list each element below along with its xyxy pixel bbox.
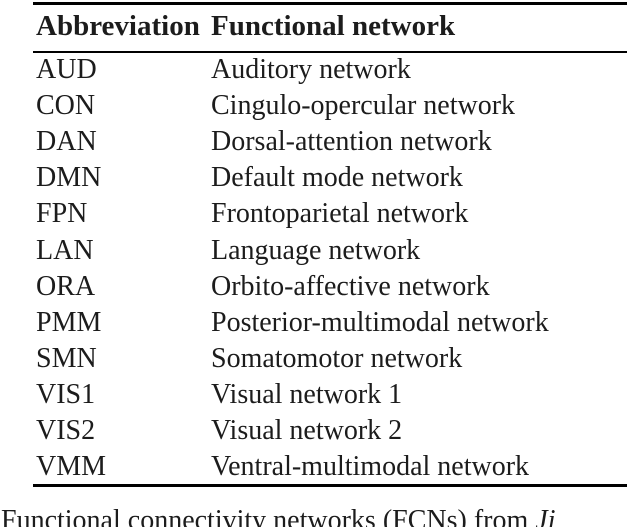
column-header-functional-network: Functional network xyxy=(208,3,627,53)
table-row: SMN Somatomotor network xyxy=(33,341,627,377)
network-name-cell: Ventral-multimodal network xyxy=(211,450,530,482)
table-row: DAN Dorsal-attention network xyxy=(33,124,627,160)
abbreviation-cell: CON xyxy=(36,89,96,121)
network-name-cell: Dorsal-attention network xyxy=(211,125,492,157)
abbreviation-cell: AUD xyxy=(36,54,97,86)
table-row: PMM Posterior-multimodal network xyxy=(33,305,627,341)
table-row: VIS1 Visual network 1 xyxy=(33,377,627,413)
abbreviation-cell: DMN xyxy=(36,162,102,194)
functional-network-table: Abbreviation Functional network AUD Audit… xyxy=(33,2,627,488)
table-row: CON Cingulo-opercular network xyxy=(33,88,627,124)
network-name-cell: Somatomotor network xyxy=(211,343,463,375)
network-name-cell: Orbito-affective network xyxy=(211,270,490,302)
caption-citation-author: Ji xyxy=(535,505,556,527)
table-row: FPN Frontoparietal network xyxy=(33,196,627,232)
network-name-cell: Cingulo-opercular network xyxy=(211,89,516,121)
network-name-cell: Posterior-multimodal network xyxy=(211,306,549,338)
abbreviation-cell: VIS1 xyxy=(36,379,96,411)
abbreviation-cell: VMM xyxy=(36,450,107,482)
column-header-abbreviation: Abbreviation xyxy=(33,3,208,53)
abbreviation-cell: LAN xyxy=(36,234,94,266)
network-name-cell: Visual network 1 xyxy=(211,379,403,411)
abbreviation-cell: FPN xyxy=(36,198,88,230)
table-row: AUD Auditory network xyxy=(33,52,627,88)
abbreviation-cell: SMN xyxy=(36,343,97,375)
network-name-cell: Auditory network xyxy=(211,54,411,86)
network-name-cell: Language network xyxy=(211,234,421,266)
table-row: DMN Default mode network xyxy=(33,160,627,196)
table-row: ORA Orbito-affective network xyxy=(33,269,627,305)
table-row: LAN Language network xyxy=(33,232,627,268)
abbreviation-cell: PMM xyxy=(36,306,102,338)
abbreviation-cell: VIS2 xyxy=(36,415,96,447)
table-row: VMM Ventral-multimodal network xyxy=(33,450,627,486)
abbreviation-cell: DAN xyxy=(36,125,97,157)
table-caption: Functional connectivity networks (FCNs) … xyxy=(1,504,640,527)
caption-text: Functional connectivity networks (FCNs) … xyxy=(1,505,536,527)
network-name-cell: Visual network 2 xyxy=(211,415,403,447)
abbreviation-cell: ORA xyxy=(36,270,96,302)
network-name-cell: Frontoparietal network xyxy=(211,198,469,230)
table-row: VIS2 Visual network 2 xyxy=(33,413,627,449)
table-header-row: Abbreviation Functional network xyxy=(33,3,627,53)
network-name-cell: Default mode network xyxy=(211,162,463,194)
